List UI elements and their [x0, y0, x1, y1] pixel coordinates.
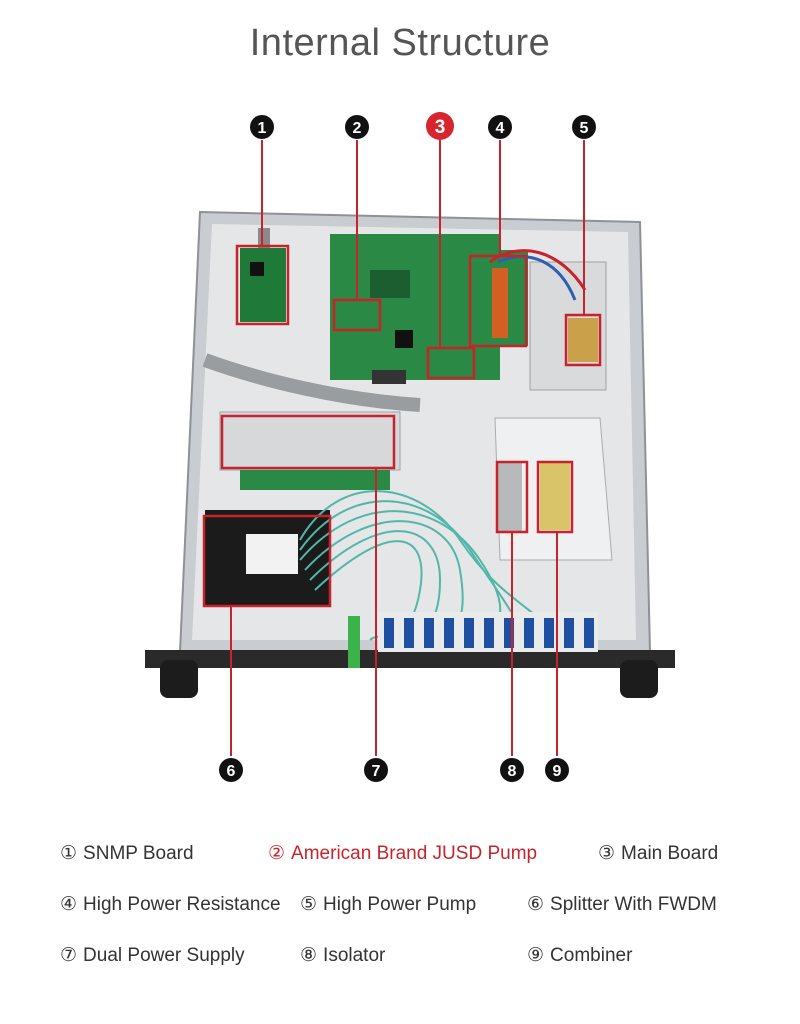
- legend-label: Splitter With FWDM: [550, 894, 717, 915]
- legend-label: High Power Pump: [323, 894, 477, 915]
- legend-label: Isolator: [323, 945, 386, 966]
- callout-label: 5: [580, 120, 589, 137]
- callout-2: 2: [345, 115, 369, 139]
- callout-label: 6: [227, 763, 236, 780]
- legend-mark: ③: [598, 843, 616, 864]
- legend-mark: ①: [60, 843, 78, 864]
- callout-7: 7: [364, 758, 388, 782]
- callout-1: 1: [250, 115, 274, 139]
- box-6: [202, 514, 332, 608]
- callout-3: 3: [426, 112, 454, 140]
- callout-4: 4: [488, 115, 512, 139]
- box-7: [220, 414, 396, 470]
- legend-label: Dual Power Supply: [83, 945, 245, 966]
- callout-label: 1: [258, 120, 267, 137]
- power-supply: [202, 353, 421, 490]
- legend-mark: ⑥: [527, 894, 545, 915]
- callout-5: 5: [572, 115, 596, 139]
- legend-mark: ⑦: [60, 945, 78, 966]
- legend-label: American Brand JUSD Pump: [291, 843, 538, 864]
- box-9: [536, 460, 574, 534]
- legend-mark: ②: [268, 843, 286, 864]
- callout-6: 6: [219, 758, 243, 782]
- leader-lines: [230, 140, 585, 756]
- legend-label: Combiner: [550, 945, 633, 966]
- legend-label: High Power Resistance: [83, 894, 281, 915]
- legend-mark: ⑤: [300, 894, 318, 915]
- legend-label: Main Board: [621, 843, 719, 864]
- box-3: [426, 346, 476, 380]
- callout-label: 2: [353, 120, 362, 137]
- callout-label: 7: [372, 763, 381, 780]
- pump-area: [470, 249, 607, 391]
- fiber-tray: [494, 417, 613, 561]
- callout-label: 9: [553, 763, 562, 780]
- box-4: [468, 254, 528, 348]
- callout-label: 8: [508, 763, 517, 780]
- legend-mark: ⑧: [300, 945, 318, 966]
- callout-label: 4: [496, 120, 505, 137]
- callout-9: 9: [545, 758, 569, 782]
- page-title: Internal Structure: [249, 22, 551, 64]
- front-ports: [348, 612, 598, 668]
- legend-mark: ④: [60, 894, 78, 915]
- legend-mark: ⑨: [527, 945, 545, 966]
- legend-label: SNMP Board: [83, 843, 194, 864]
- callout-8: 8: [500, 758, 524, 782]
- internal-structure-diagram: 1 2 3 4 5 6 7 8 9: [145, 112, 675, 782]
- callout-label: 3: [435, 117, 446, 138]
